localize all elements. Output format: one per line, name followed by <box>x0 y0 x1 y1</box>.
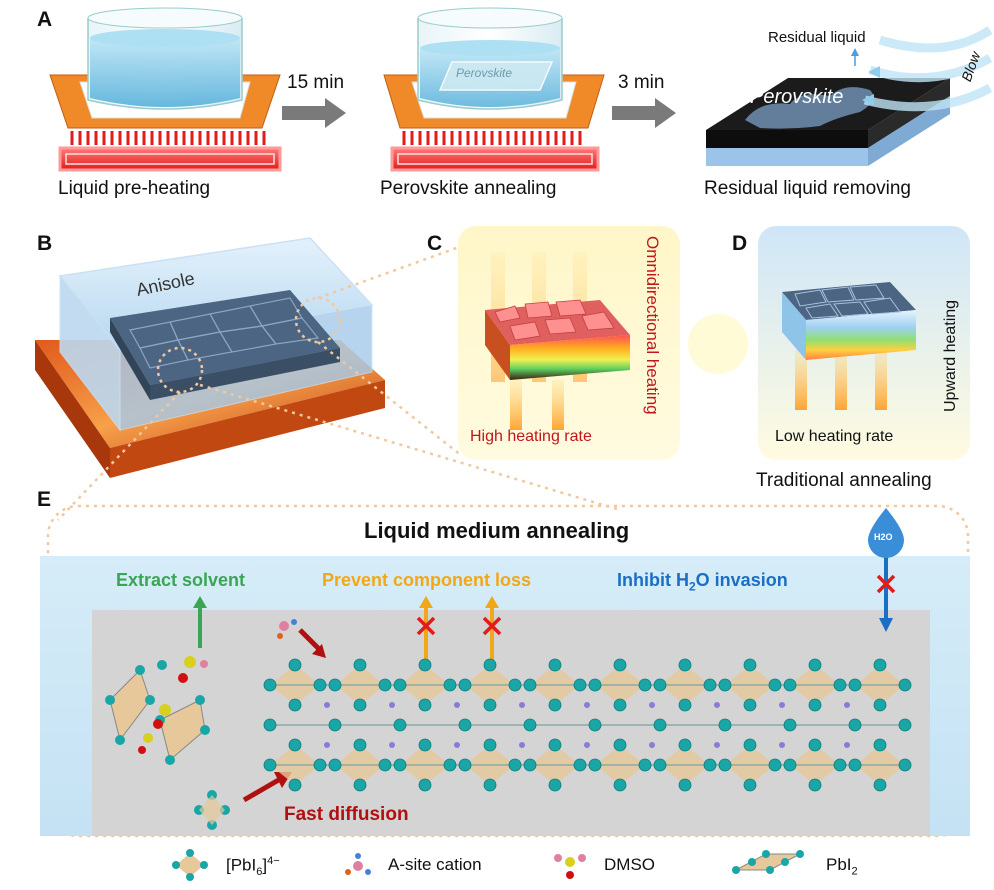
panel-letter-d: D <box>732 232 748 255</box>
loose-molecules <box>105 619 297 830</box>
panel-e-arrows <box>193 556 896 803</box>
legend-pbi2: PbI2 <box>826 855 858 877</box>
prevent-component-loss-label: Prevent component loss <box>322 570 532 590</box>
legend-pbi6-sub: 6 <box>256 866 263 879</box>
extract-solvent-label: Extract solvent <box>116 570 246 590</box>
panel-letter-b: B <box>37 232 53 255</box>
inhibit-h2o-label-post: O invasion <box>695 570 788 590</box>
legend-dmso: DMSO <box>604 855 655 874</box>
panel-letter-a: A <box>37 8 53 31</box>
panel-e-frame <box>40 504 970 838</box>
inhibit-h2o-label-sub: 2 <box>688 579 696 594</box>
arrow1-label: 15 min <box>287 72 345 93</box>
panel-b-illustration <box>35 237 385 478</box>
arrow1 <box>282 98 346 128</box>
pbi2-legend-icon <box>732 850 804 874</box>
low-heating-rate-label: Low heating rate <box>775 428 894 445</box>
perovskite-lattice <box>263 658 912 792</box>
legend-a-site-cation: A-site cation <box>388 855 482 874</box>
panel-d-box <box>758 226 970 460</box>
high-heating-rate-label: High heating rate <box>470 428 592 445</box>
legend-pbi6: [PbI6]4− <box>226 855 280 878</box>
traditional-annealing-caption: Traditional annealing <box>756 470 932 491</box>
legend-pbi6-pre: [PbI <box>226 855 257 875</box>
legend-pbi6-sup: 4− <box>267 855 280 867</box>
fast-diffusion-label: Fast diffusion <box>284 804 409 825</box>
a-site-cation-legend-icon <box>345 853 371 875</box>
step1-caption: Liquid pre-heating <box>58 178 211 199</box>
step3-film-label: Perovskite <box>750 86 844 108</box>
legend-pbi2-sub: 2 <box>851 865 858 878</box>
arrow2 <box>612 98 676 128</box>
panel-letter-c: C <box>427 232 443 255</box>
step1-beaker <box>87 7 243 110</box>
legend-pbi2-pre: PbI <box>826 855 852 874</box>
omnidirectional-heating-label: Omnidirectional heating <box>643 236 662 415</box>
panel-letter-e: E <box>37 488 52 511</box>
legend-pbi6-post: ] <box>262 855 268 875</box>
step3-caption: Residual liquid removing <box>704 178 911 199</box>
pbi6-legend-icon <box>172 849 208 881</box>
step2-film-label: Perovskite <box>456 66 513 80</box>
panel-e-title: Liquid medium annealing <box>364 518 630 543</box>
water-drop-label: H2O <box>874 532 893 542</box>
residual-liquid-label: Residual liquid <box>768 29 866 46</box>
inhibit-h2o-label: Inhibit H2O invasion <box>617 570 788 594</box>
vs-circle <box>688 314 748 374</box>
arrow2-label: 3 min <box>618 72 665 93</box>
step3-film <box>706 26 993 166</box>
upward-heating-label: Upward heating <box>942 299 959 412</box>
step2-beaker <box>417 7 563 110</box>
panel-c-box <box>458 226 680 460</box>
water-drop-icon <box>868 508 904 558</box>
legend-icons <box>172 849 804 881</box>
dmso-legend-icon <box>554 854 586 879</box>
connector-lines <box>57 244 621 521</box>
inhibit-h2o-label-pre: Inhibit H <box>617 570 689 590</box>
step2-caption: Perovskite annealing <box>380 178 557 199</box>
